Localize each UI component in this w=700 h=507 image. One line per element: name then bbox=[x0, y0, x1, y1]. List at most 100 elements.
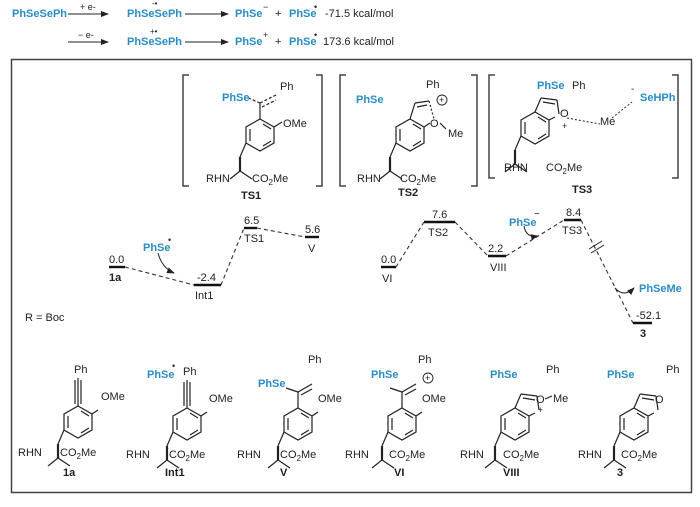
anion-charge: − bbox=[534, 209, 540, 220]
right-bracket bbox=[471, 74, 478, 187]
label-1a: 1a bbox=[63, 467, 76, 479]
label-3: 3 bbox=[617, 467, 623, 479]
ph-group: Ph bbox=[308, 354, 321, 366]
structure-int1: PhSe • Ph OMe RHN CO2Me Int1 bbox=[126, 361, 233, 479]
label-viii: VIII bbox=[503, 467, 520, 479]
reagent-phse-radical: PhSe bbox=[143, 242, 171, 254]
charge-symbol: + bbox=[425, 373, 430, 383]
connector bbox=[505, 219, 565, 257]
ome-group: OMe bbox=[209, 393, 233, 405]
scheme-frame bbox=[10, 58, 693, 494]
breaking-bond bbox=[566, 117, 601, 125]
name-ts3: TS3 bbox=[562, 225, 582, 237]
product2-charge: • bbox=[314, 30, 317, 40]
co2me-group: CO2Me bbox=[621, 449, 657, 463]
ph-group: Ph bbox=[666, 364, 679, 376]
label-vi: VI bbox=[394, 467, 404, 479]
name-3: 3 bbox=[640, 328, 646, 340]
co2me-group: CO2Me bbox=[280, 449, 316, 463]
co2me-group: CO2Me bbox=[252, 173, 288, 187]
phse-group: PhSe bbox=[537, 80, 565, 92]
ph-group: Ph bbox=[183, 366, 196, 378]
phse-group: PhSe bbox=[258, 378, 286, 390]
structure-3: PhSe Ph O RHN CO2Me 3 bbox=[578, 364, 679, 479]
methyl-group: Me bbox=[600, 116, 615, 128]
connector bbox=[454, 221, 489, 257]
intermediate-label: PhSeSePh bbox=[127, 36, 182, 48]
co2me-group: CO2Me bbox=[169, 449, 205, 463]
radical-dot: • bbox=[172, 361, 175, 371]
left-bracket bbox=[182, 74, 189, 187]
energy-ts1: 6.5 bbox=[244, 215, 259, 227]
right-bracket bbox=[316, 74, 323, 187]
plus-sign: + bbox=[275, 8, 281, 20]
rhn-group: RHN bbox=[504, 162, 528, 174]
rhn-group: RHN bbox=[357, 173, 381, 185]
ts1-label: TS1 bbox=[241, 190, 261, 202]
ome-group: OMe bbox=[101, 391, 125, 403]
rhn-group: RHN bbox=[206, 173, 230, 185]
reagent-phse-anion: PhSe bbox=[509, 217, 537, 229]
energy-1a: 0.0 bbox=[109, 254, 124, 266]
phse-group: PhSe bbox=[371, 369, 399, 381]
name-ts1: TS1 bbox=[244, 233, 264, 245]
energy-viii: 2.2 bbox=[488, 243, 503, 255]
phse-group: PhSe bbox=[222, 92, 250, 104]
connector bbox=[220, 227, 245, 286]
energy-ts2: 7.6 bbox=[432, 209, 447, 221]
rhn-group: RHN bbox=[578, 449, 602, 461]
header-reaction-2: − e- PhSeSePh +• PhSe + + PhSe • 173.6 k… bbox=[68, 27, 394, 48]
structure-viii: PhSe Ph O + Me RHN CO2Me VIII bbox=[460, 364, 568, 479]
ph-group: Ph bbox=[280, 81, 293, 93]
energy-value: -71.5 kcal/mol bbox=[325, 8, 393, 20]
ph-group: Ph bbox=[572, 80, 585, 92]
sehph-group: SeHPh bbox=[640, 92, 676, 104]
axis-break-mark bbox=[588, 240, 603, 250]
co2me-group: CO2Me bbox=[400, 173, 436, 187]
energy-value: 173.6 kcal/mol bbox=[323, 36, 394, 48]
oxonium-charge: + bbox=[538, 405, 543, 415]
plus-sign: + bbox=[275, 36, 281, 48]
energy-ts3: 8.4 bbox=[566, 207, 581, 219]
reactant-label: PhSeSePh bbox=[12, 8, 67, 20]
ome-group: OMe bbox=[422, 393, 446, 405]
product2-label: PhSe bbox=[289, 36, 317, 48]
intermediate-charge: -• bbox=[152, 0, 158, 8]
rhn-group: RHN bbox=[237, 449, 261, 461]
ph-group: Ph bbox=[418, 354, 431, 366]
ts1-structure: PhSe Ph OMe RHN CO2Me TS1 bbox=[182, 74, 323, 202]
selenolate-charge: - bbox=[631, 84, 634, 95]
rhn-group: RHN bbox=[345, 449, 369, 461]
product1-label: PhSe bbox=[235, 8, 263, 20]
phse-group: PhSe bbox=[490, 369, 518, 381]
right-bracket bbox=[672, 74, 679, 179]
energy-int1: -2.4 bbox=[197, 272, 216, 284]
methyl-group: Me bbox=[553, 393, 568, 405]
name-vi: VI bbox=[382, 273, 392, 285]
ts3-structure: PhSe Ph O + Me - SeHPh RHN CO2Me TS3 bbox=[488, 74, 679, 196]
name-viii: VIII bbox=[490, 262, 507, 274]
oxygen-atom: O bbox=[536, 394, 545, 406]
product1-charge: − bbox=[263, 2, 268, 12]
r-definition: R = Boc bbox=[25, 312, 65, 324]
product2-label: PhSe bbox=[289, 8, 317, 20]
label-int1: Int1 bbox=[165, 467, 185, 479]
phse-group: PhSe bbox=[147, 369, 175, 381]
co2me-group: CO2Me bbox=[546, 162, 582, 176]
connector bbox=[124, 266, 195, 286]
co2me-group: CO2Me bbox=[60, 447, 96, 461]
ome-group: OMe bbox=[318, 393, 342, 405]
rhn-group: RHN bbox=[460, 449, 484, 461]
ts2-label: TS2 bbox=[398, 187, 418, 199]
ts2-structure: PhSe Ph + O Me RHN CO2Me TS2 bbox=[339, 74, 478, 199]
energy-v: 5.6 bbox=[305, 224, 320, 236]
energy-vi: 0.0 bbox=[381, 254, 396, 266]
oxygen-atom: O bbox=[655, 394, 664, 406]
name-ts2: TS2 bbox=[428, 227, 448, 239]
oxygen-atom: O bbox=[430, 118, 439, 130]
ts3-label: TS3 bbox=[572, 184, 592, 196]
co2me-group: CO2Me bbox=[503, 449, 539, 463]
connector bbox=[395, 221, 425, 268]
structure-vi: PhSe Ph + OMe RHN CO2Me VI bbox=[345, 354, 446, 479]
arrow-label: + e- bbox=[80, 2, 96, 12]
